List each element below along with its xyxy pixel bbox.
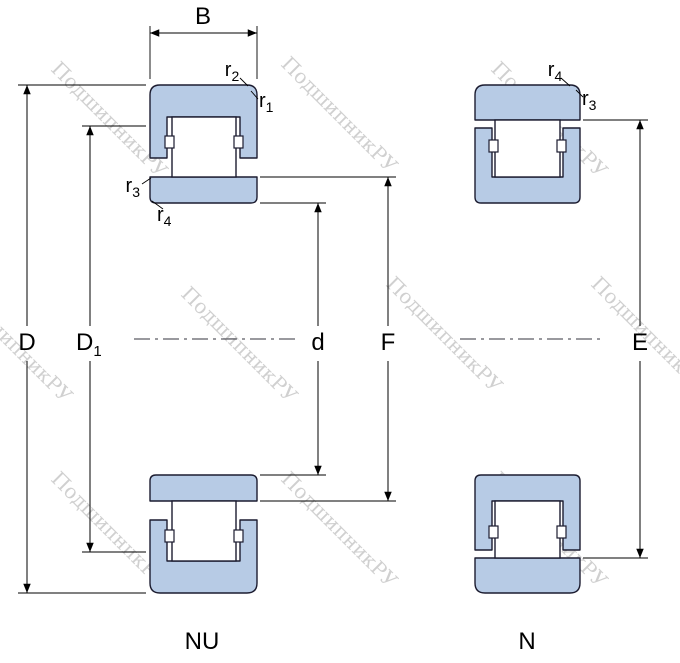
dimension-label-d: d xyxy=(311,329,324,356)
leader-line xyxy=(141,177,152,185)
dimension-label-B: B xyxy=(195,3,211,30)
nu-bearing-view xyxy=(134,84,298,594)
nu-cage-mark xyxy=(233,135,244,149)
n-cage-mark xyxy=(556,139,567,153)
watermark-text: ПодшипникРУ xyxy=(0,282,78,408)
n-inner-ring-top xyxy=(474,127,581,204)
leader-line xyxy=(250,90,259,100)
dimension-F: F xyxy=(260,176,396,502)
nu-outer-ring-top xyxy=(149,84,258,159)
view-label-nu: NU xyxy=(185,628,220,655)
watermark-text: ПодшипникРУ xyxy=(381,272,507,398)
radius-label-r3: r3 xyxy=(126,175,141,200)
nu-cage-mark xyxy=(233,529,244,543)
dimension-D1: D1 xyxy=(76,125,146,553)
leader-line xyxy=(575,89,584,98)
leader-line xyxy=(151,200,164,210)
n-roller-top xyxy=(494,119,561,178)
dimension-label-E: E xyxy=(632,329,648,356)
leader-line xyxy=(239,77,249,87)
nu-outer-ring-bottom xyxy=(149,519,258,594)
radius-label-r3: r3 xyxy=(582,88,597,113)
nu-inner-ring-top xyxy=(149,176,258,204)
dimension-B: B xyxy=(149,3,258,79)
radius-label-r2: r2 xyxy=(225,59,240,84)
dimension-label-D1: D1 xyxy=(76,329,102,360)
nu-roller-top xyxy=(171,116,237,178)
n-cage-mark xyxy=(488,525,499,539)
n-outer-ring-bottom xyxy=(474,557,581,594)
dimension-d: d xyxy=(260,202,326,476)
n-outer-ring-top xyxy=(474,84,581,121)
radius-label-r4: r4 xyxy=(548,59,563,84)
dimension-D: D xyxy=(18,84,146,594)
dimension-E: E xyxy=(583,119,648,559)
nu-cage-mark xyxy=(164,529,175,543)
n-roller-bottom xyxy=(494,500,561,559)
radius-label-r1: r1 xyxy=(259,90,274,115)
nu-roller-bottom xyxy=(171,500,237,562)
dimension-label-F: F xyxy=(381,329,396,356)
view-label-n: N xyxy=(518,628,535,655)
radius-label-r4: r4 xyxy=(157,204,172,229)
leader-line xyxy=(560,77,571,87)
n-cage-mark xyxy=(488,139,499,153)
watermark-text: ПодшипникРУ xyxy=(276,467,402,593)
n-bearing-view xyxy=(460,84,600,594)
watermark-text: ПодшипникРУ xyxy=(276,52,402,178)
watermark-text: ПодшипникРУ xyxy=(176,282,302,408)
n-inner-ring-bottom xyxy=(474,474,581,551)
radius-callouts-nu: r2 r1 r3 r4 xyxy=(126,59,274,229)
n-cage-mark xyxy=(556,525,567,539)
nu-cage-mark xyxy=(164,135,175,149)
nu-inner-ring-bottom xyxy=(149,474,258,502)
radius-callouts-n: r4 r3 xyxy=(548,59,597,113)
dimension-label-D: D xyxy=(18,329,35,356)
